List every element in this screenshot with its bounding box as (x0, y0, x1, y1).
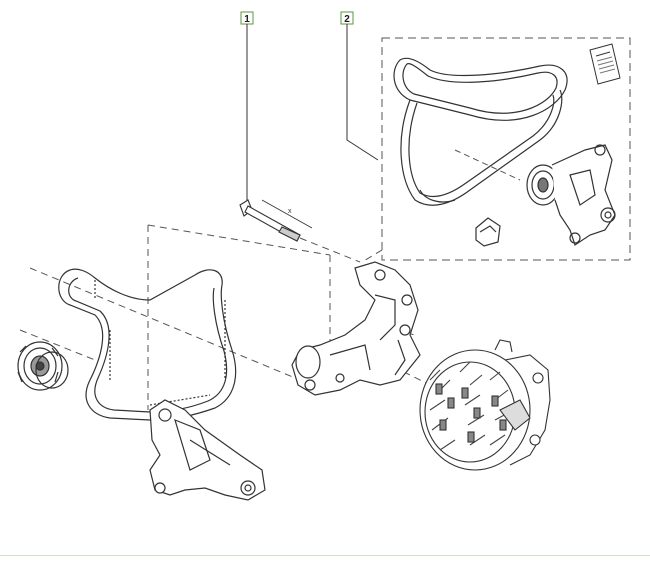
alternator (419, 339, 551, 471)
kit-ribbed-belt (393, 57, 568, 206)
central-bracket (291, 261, 421, 396)
kit-belt-hidden-line (454, 149, 521, 181)
bolt-dimension-mark: x (288, 208, 292, 215)
callout-1[interactable]: 1 (240, 11, 254, 25)
bottom-rule (0, 555, 650, 556)
callout-1-label: 1 (244, 14, 250, 25)
kit-tensioner-pulley (526, 144, 616, 246)
kit-clip-part (475, 217, 501, 247)
bolt-part (239, 199, 313, 242)
callout-2-leader (346, 24, 379, 161)
callout-2-label: 2 (344, 14, 350, 25)
assembly-dashed-lines (19, 224, 431, 410)
kit-dashed-box (381, 37, 631, 261)
main-ribbed-belt (58, 268, 237, 421)
idler-pulley (17, 341, 69, 391)
instruction-leaflet-icon (589, 43, 621, 85)
lower-bracket (149, 399, 266, 501)
callout-2[interactable]: 2 (340, 11, 354, 25)
